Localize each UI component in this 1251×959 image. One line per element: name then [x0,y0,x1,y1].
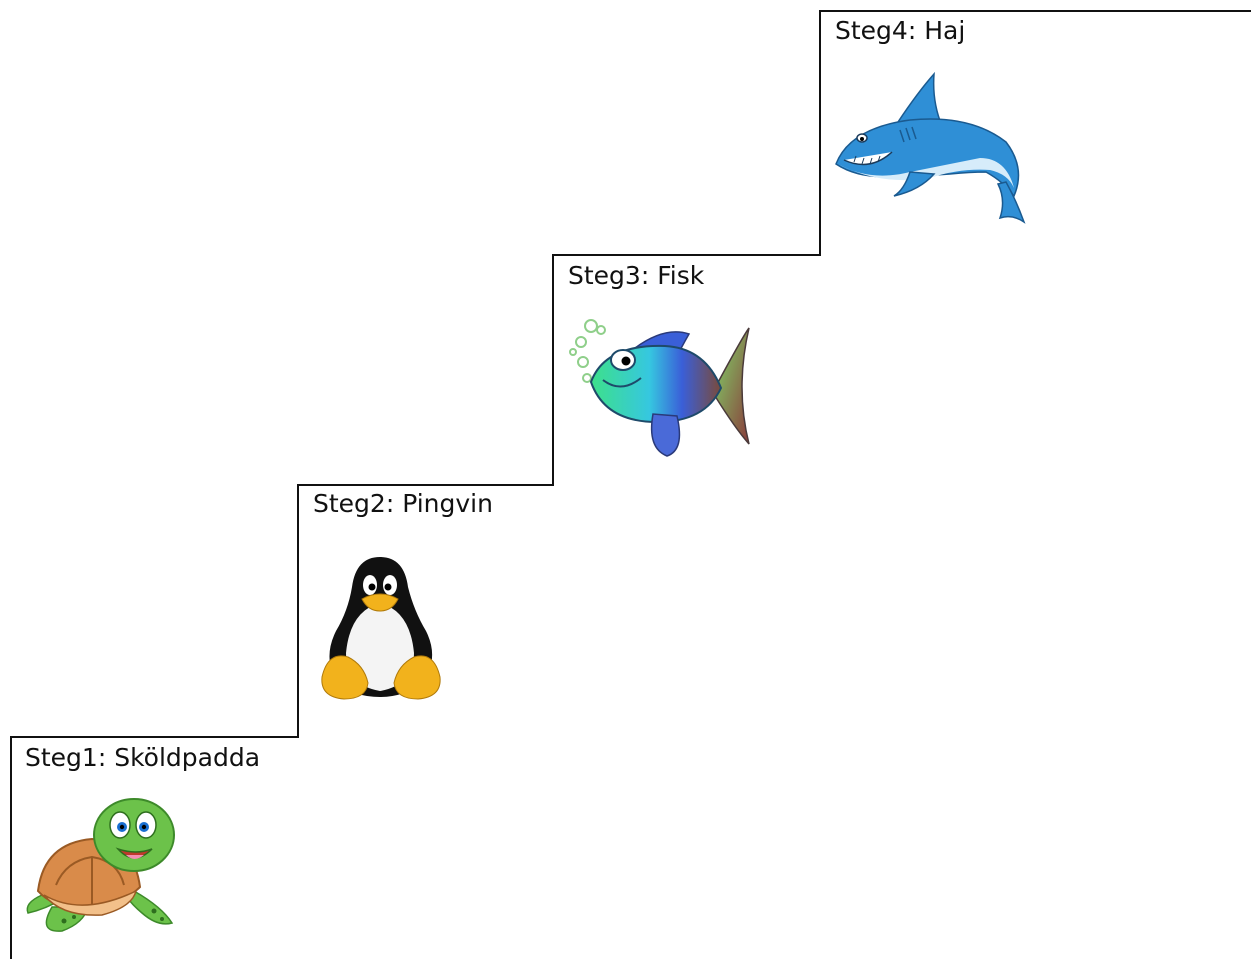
step-4-label: Steg4: Haj [835,16,966,45]
fish-illustration [569,319,750,457]
turtle-illustration [26,798,175,932]
step-3-label: Steg3: Fisk [568,261,705,290]
shark-illustration [835,72,1026,224]
step-2-label: Steg2: Pingvin [313,489,493,518]
penguin-illustration [321,557,441,700]
step-1-label: Steg1: Sköldpadda [25,743,261,772]
